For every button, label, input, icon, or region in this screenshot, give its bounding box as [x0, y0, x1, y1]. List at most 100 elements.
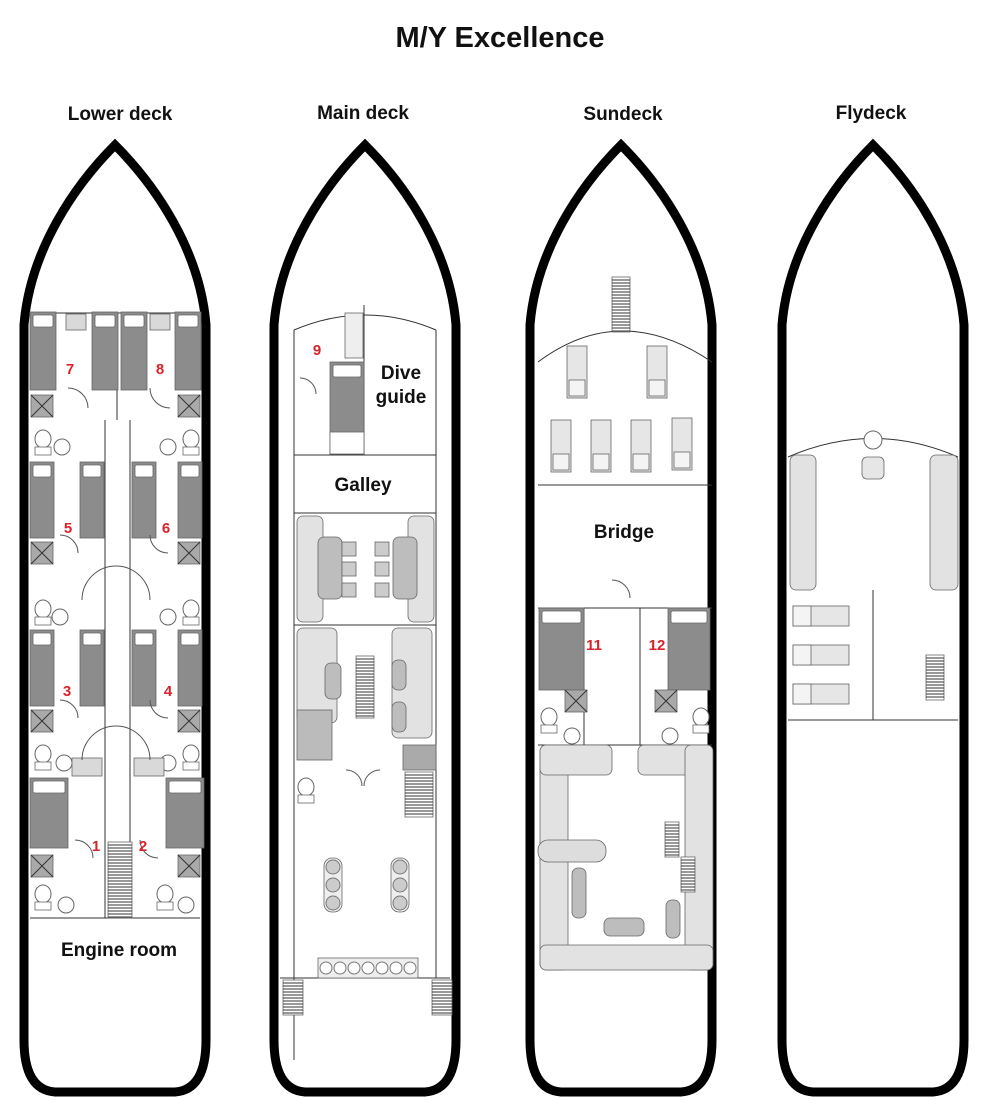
toilet-tank — [34, 616, 52, 626]
stool — [347, 961, 361, 975]
pillow — [541, 610, 582, 624]
cabin-number: 11 — [586, 637, 602, 654]
stool — [341, 582, 357, 598]
stool — [374, 582, 390, 598]
stool — [403, 961, 417, 975]
door — [611, 579, 631, 599]
toilet-tank — [692, 724, 710, 734]
door — [59, 699, 79, 719]
pillow — [134, 464, 154, 478]
pillow — [94, 314, 116, 328]
room-label-guide: guide — [376, 387, 427, 408]
deck-label-flydeck: Flydeck — [835, 103, 907, 124]
toilet — [182, 599, 200, 619]
door — [345, 769, 381, 787]
pillow — [32, 632, 52, 646]
shower — [177, 541, 201, 565]
door — [149, 699, 169, 719]
toilet-tank — [34, 761, 52, 771]
toilet — [297, 777, 315, 797]
pillow — [82, 464, 102, 478]
stool — [325, 895, 341, 911]
deck-label-sundeck: Sundeck — [583, 104, 663, 125]
pillow — [82, 632, 102, 646]
toilet — [692, 707, 710, 727]
sink — [57, 896, 75, 914]
sun-lounger-back — [592, 453, 610, 471]
pillow — [168, 780, 202, 794]
toilet — [182, 429, 200, 449]
toilet — [34, 429, 52, 449]
sink — [177, 896, 195, 914]
table — [317, 536, 343, 600]
bar — [402, 744, 437, 771]
cabin-number: 8 — [156, 361, 164, 378]
shower — [564, 689, 588, 713]
room-label-engine-room: Engine room — [61, 940, 177, 961]
table — [603, 917, 645, 937]
bar-counter — [296, 709, 333, 761]
toilet-tank — [182, 446, 200, 456]
wall — [293, 314, 437, 331]
nightstand — [65, 313, 87, 331]
sink — [159, 438, 177, 456]
door — [59, 534, 79, 554]
toilet — [34, 599, 52, 619]
pillow — [180, 632, 200, 646]
door — [81, 565, 151, 601]
shower — [177, 854, 201, 878]
sun-lounger-back — [673, 451, 691, 469]
table — [571, 867, 587, 919]
stool — [325, 859, 341, 875]
sink — [661, 727, 679, 745]
pillow — [134, 632, 154, 646]
stool — [392, 877, 408, 893]
pillow — [180, 464, 200, 478]
sink — [55, 754, 73, 772]
stairs — [404, 771, 434, 818]
door — [74, 839, 94, 859]
pillow — [177, 314, 199, 328]
toilet-tank — [34, 446, 52, 456]
cabin-number: 6 — [162, 520, 170, 537]
sun-lounger-back — [792, 605, 812, 627]
sink — [159, 608, 177, 626]
pillow — [32, 314, 54, 328]
sun-lounger-back — [568, 379, 586, 397]
shower — [30, 394, 54, 418]
pillow — [670, 610, 708, 624]
sink — [51, 608, 69, 626]
cabin-number: 2 — [139, 838, 147, 855]
sun-lounger-back — [792, 683, 812, 705]
door — [67, 387, 89, 409]
sun-lounger-back — [792, 644, 812, 666]
stairs — [925, 654, 945, 701]
shower — [30, 541, 54, 565]
deck-label-lower: Lower deck — [67, 104, 173, 125]
sofa — [929, 454, 959, 591]
shower — [30, 854, 54, 878]
cabin-number: 5 — [64, 520, 72, 537]
toilet — [34, 744, 52, 764]
stool — [392, 895, 408, 911]
shower — [177, 394, 201, 418]
nightstand — [149, 313, 171, 331]
toilet — [34, 884, 52, 904]
door — [149, 387, 171, 409]
table — [324, 662, 342, 700]
cabin-number: 4 — [164, 683, 173, 700]
stool — [389, 961, 403, 975]
cabin-number: 7 — [66, 361, 74, 378]
pillow — [123, 314, 145, 328]
toilet — [182, 744, 200, 764]
chair — [329, 431, 365, 455]
toilet — [540, 707, 558, 727]
pillow — [32, 780, 66, 794]
sun-lounger-back — [648, 379, 666, 397]
room-label-dive: Dive — [381, 363, 421, 384]
sun-lounger-back — [552, 453, 570, 471]
door — [81, 725, 151, 761]
stool — [341, 561, 357, 577]
deck-label-main: Main deck — [317, 103, 409, 124]
